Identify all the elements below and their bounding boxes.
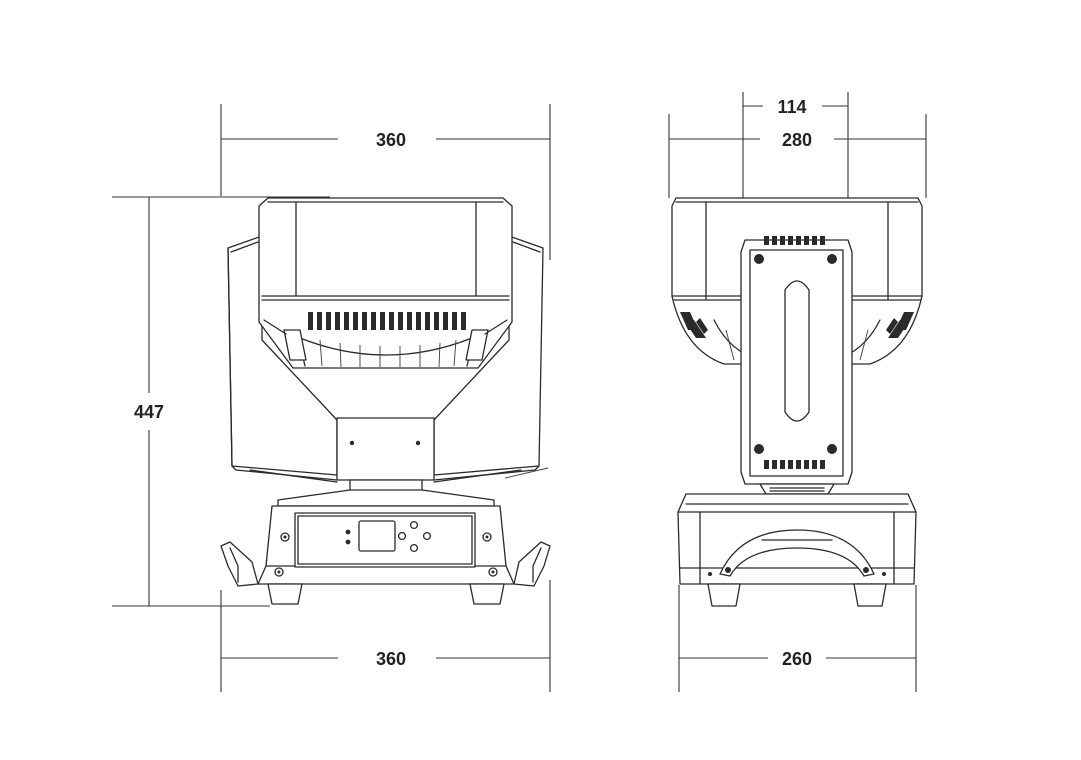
arm-top-vents — [764, 236, 825, 245]
side-base — [677, 493, 917, 607]
side-carry-handle — [719, 529, 875, 577]
dim-side-head-width: 280 — [782, 130, 812, 150]
side-head-vents-right — [886, 312, 914, 338]
arm-bottom-vents — [764, 460, 825, 469]
dim-front-width-bottom: 360 — [376, 649, 406, 669]
front-view — [220, 197, 551, 605]
right-handle — [513, 541, 551, 587]
side-right-foot — [853, 583, 887, 607]
front-moving-head — [258, 197, 513, 369]
front-base — [220, 489, 551, 605]
side-left-foot — [707, 583, 741, 607]
enter-button — [409, 543, 419, 553]
dim-front-height: 447 — [134, 402, 164, 422]
side-head-vents-left — [680, 312, 708, 338]
left-foot — [267, 583, 303, 605]
arm-slot — [784, 280, 810, 422]
dim-side-arm-width: 114 — [777, 97, 806, 117]
dimension-lines — [112, 92, 927, 692]
side-view — [671, 197, 923, 607]
front-yoke-center-block — [336, 417, 435, 493]
lcd-display — [358, 520, 396, 552]
side-yoke-arm — [740, 236, 853, 495]
right-button — [422, 531, 432, 541]
dim-front-width-top: 360 — [376, 130, 406, 150]
left-button — [397, 531, 407, 541]
left-handle — [220, 541, 259, 587]
dim-side-base-width: 260 — [782, 649, 812, 669]
menu-button — [409, 520, 419, 530]
right-foot — [469, 583, 505, 605]
front-head-vents — [308, 312, 466, 330]
